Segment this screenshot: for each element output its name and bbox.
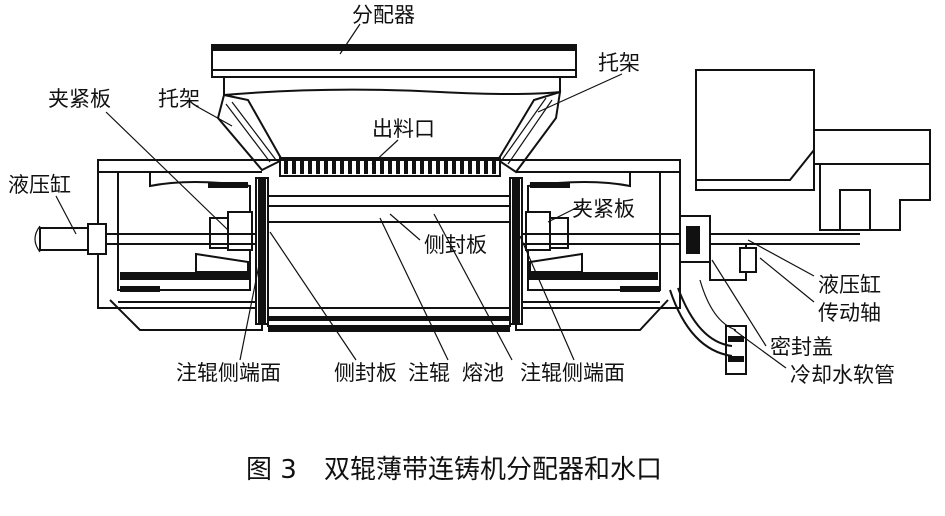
clamp-plate-left (195, 211, 253, 273)
label-molten-pool: 熔池 (462, 361, 504, 385)
outlet-hatch-bar (396, 160, 400, 174)
leader-lines (55, 23, 815, 369)
outlet-hatch-bar (356, 160, 360, 174)
nozzle-funnel (216, 90, 562, 174)
outlet-hatch-bar (444, 160, 448, 174)
label-clamp-plate-left: 夹紧板 (48, 87, 111, 111)
outlet-hatch-bar (332, 160, 336, 174)
outlet-hatch-bar (436, 160, 440, 174)
label-side-seal-plate: 侧封板 (334, 361, 397, 385)
label-roll-side-end-face-left: 注辊侧端面 (176, 361, 281, 385)
label-distributor: 分配器 (352, 3, 415, 27)
outlet-hatch-bar (308, 160, 312, 174)
outlet-hatch-bar (484, 160, 488, 174)
outlet-hatch-bar (404, 160, 408, 174)
outlet-hatch-bar (468, 160, 472, 174)
label-outlet: 出料口 (372, 117, 435, 141)
label-bracket-right: 托架 (598, 51, 640, 75)
distributor (211, 44, 577, 97)
outlet-hatch-bar (324, 160, 328, 174)
outlet-strip (279, 157, 501, 177)
label-hydraulic-cylinder-left: 液压缸 (8, 173, 71, 197)
outlet-hatch-bar (452, 160, 456, 174)
label-seal-cover: 密封盖 (770, 335, 833, 359)
outlet-hatch-bar (284, 160, 288, 174)
outlet-hatch-bar (412, 160, 416, 174)
outlet-hatch-bar (372, 160, 376, 174)
outlet-hatch-bar (316, 160, 320, 174)
outlet-hatch-bar (300, 160, 304, 174)
figure-title: 双辊薄带连铸机分配器和水口 (324, 455, 662, 485)
outlet-hatch-bar (388, 160, 392, 174)
outlet-hatch-bar (460, 160, 464, 174)
label-clamp-plate-right: 夹紧板 (572, 197, 635, 221)
outlet-hatch-bar (476, 160, 480, 174)
clamp-plate-right (525, 211, 583, 273)
label-hydraulic-cylinder-right: 液压缸 (818, 273, 881, 297)
label-transmission-shaft: 传动轴 (818, 301, 881, 325)
seal-cover (725, 325, 747, 375)
label-roll-side-end-face-right: 注辊侧端面 (520, 361, 625, 385)
outlet-hatch-bar (340, 160, 344, 174)
label-bracket-left: 托架 (158, 87, 200, 111)
hydraulic-cylinder-left (34, 223, 256, 255)
outlet-hatch-bar (348, 160, 352, 174)
outlet-hatch-bar (420, 160, 424, 174)
figure-number: 图 3 (246, 455, 297, 485)
outlet-hatch-bar (292, 160, 296, 174)
label-casting-roll: 注辊 (408, 361, 450, 385)
outlet-hatch-bar (428, 160, 432, 174)
label-cooling-water-hose: 冷却水软管 (790, 363, 895, 387)
right-housing (695, 69, 931, 231)
outlet-hatch-bar (380, 160, 384, 174)
transmission-shaft (522, 215, 860, 281)
outlet-hatch-bar (492, 160, 496, 174)
outlet-hatch-bar (364, 160, 368, 174)
casting-roll (267, 195, 511, 332)
label-side-seal-plate-inner: 侧封板 (424, 233, 487, 257)
cooling-water-hose (669, 279, 737, 357)
